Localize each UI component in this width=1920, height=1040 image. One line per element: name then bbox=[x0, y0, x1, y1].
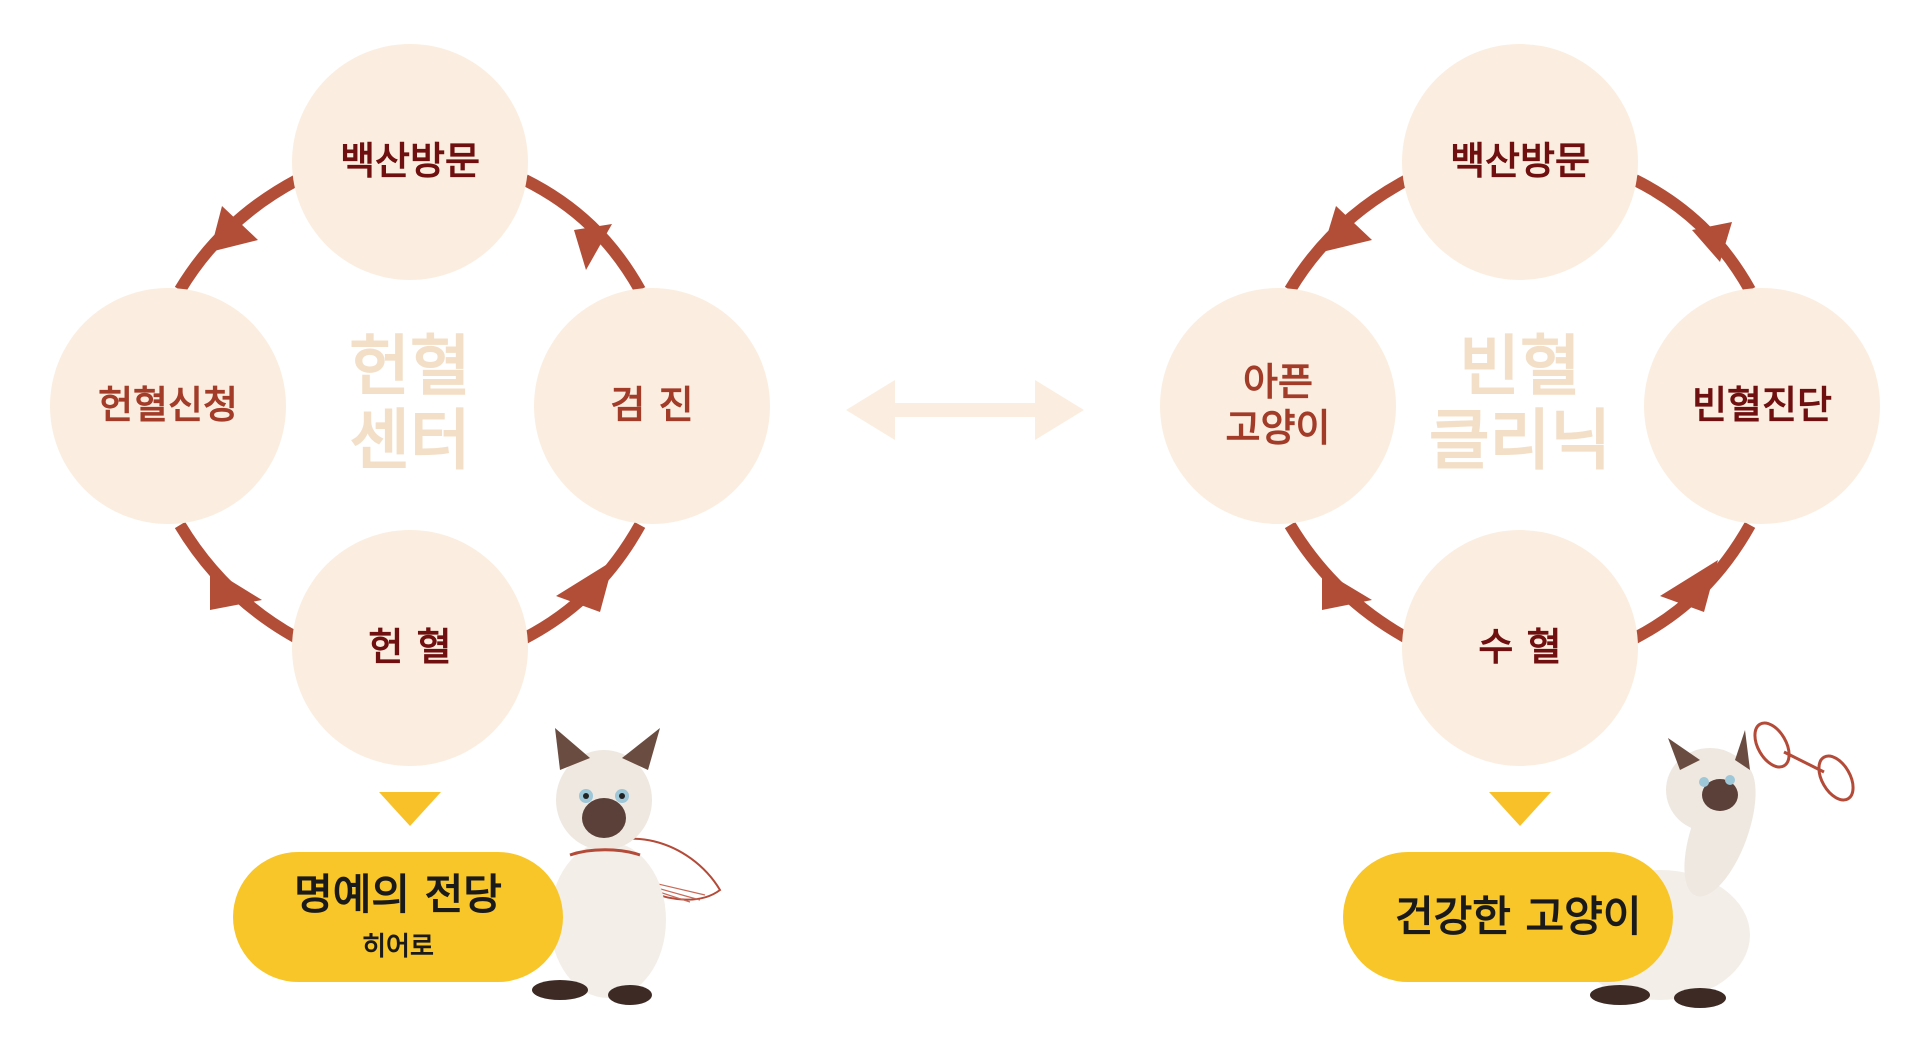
right-node-visit: 백산방문 bbox=[1402, 44, 1638, 280]
left-ring-arc-bl bbox=[174, 521, 300, 644]
right-center-label: 빈혈 클리닉 bbox=[1428, 328, 1612, 479]
left-node-visit: 백산방문 bbox=[292, 44, 528, 280]
left-center-label: 헌혈 센터 bbox=[349, 328, 471, 479]
right-node-transfusion-label: 수 혈 bbox=[1478, 625, 1562, 670]
cycle-arrow-icon bbox=[1692, 222, 1732, 262]
right-node-diagnosis-label: 빈혈진단 bbox=[1692, 383, 1832, 428]
cycle-arrow-icon bbox=[574, 224, 612, 270]
left-cycle-ring bbox=[174, 174, 646, 644]
cycle-arrow-icon bbox=[556, 560, 614, 612]
right-ring-arc-tr bbox=[1632, 174, 1756, 293]
double-arrow-icon bbox=[846, 380, 1084, 440]
down-triangle-icon bbox=[379, 792, 441, 826]
right-node-sick-cat-label: 아픈 고양이 bbox=[1225, 360, 1331, 450]
cycle-arrow-icon bbox=[1322, 570, 1372, 610]
left-node-exam: 검 진 bbox=[534, 288, 770, 524]
left-node-apply: 헌혈신청 bbox=[50, 288, 286, 524]
left-result-subtitle: 히어로 bbox=[362, 931, 434, 962]
left-node-apply-label: 헌혈신청 bbox=[98, 383, 238, 428]
left-node-donate-label: 헌 혈 bbox=[368, 625, 452, 670]
left-result-pill: 명예의 전당 히어로 bbox=[233, 852, 563, 982]
left-ring-arc-tr bbox=[522, 174, 646, 293]
down-triangle-icon bbox=[1489, 792, 1551, 826]
right-node-transfusion: 수 혈 bbox=[1402, 530, 1638, 766]
left-node-visit-label: 백산방문 bbox=[340, 139, 480, 184]
right-node-visit-label: 백산방문 bbox=[1450, 139, 1590, 184]
right-cycle-ring bbox=[1284, 174, 1756, 644]
right-result-title: 건강한 고양이 bbox=[1395, 891, 1642, 941]
right-node-diagnosis: 빈혈진단 bbox=[1644, 288, 1880, 524]
cat-hero-image bbox=[532, 728, 722, 1005]
cycle-arrow-icon bbox=[1322, 206, 1372, 252]
left-node-exam-label: 검 진 bbox=[610, 383, 694, 428]
right-ring-arc-bl bbox=[1284, 521, 1410, 644]
right-result-pill: 건강한 고양이 bbox=[1343, 852, 1673, 982]
cycle-arrow-icon bbox=[1660, 560, 1718, 612]
cycle-arrow-icon bbox=[210, 206, 258, 252]
cycle-arrow-icon bbox=[210, 568, 262, 610]
right-node-sick-cat: 아픈 고양이 bbox=[1160, 288, 1396, 524]
left-result-title: 명예의 전당 bbox=[294, 870, 502, 920]
left-node-donate: 헌 혈 bbox=[292, 530, 528, 766]
